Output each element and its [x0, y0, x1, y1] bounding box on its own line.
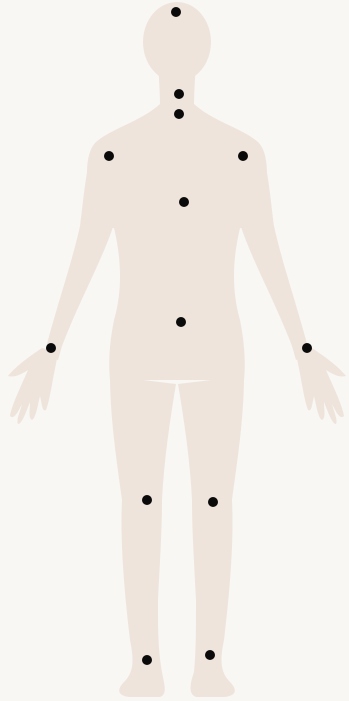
marker-neck-upper[interactable]: [174, 89, 184, 99]
marker-knee-right[interactable]: [142, 495, 152, 505]
marker-head-top[interactable]: [171, 7, 181, 17]
marker-ankle-right[interactable]: [142, 655, 152, 665]
body-leg-left: [178, 376, 244, 697]
body-hand-left: [296, 348, 346, 424]
marker-shoulder-left[interactable]: [238, 151, 248, 161]
body-hand-right: [8, 348, 58, 424]
body-leg-right: [110, 376, 176, 697]
marker-ankle-left[interactable]: [205, 650, 215, 660]
marker-chest-center[interactable]: [179, 197, 189, 207]
marker-wrist-left[interactable]: [302, 343, 312, 353]
body-arm-left: [238, 142, 310, 360]
marker-knee-left[interactable]: [208, 497, 218, 507]
marker-neck-lower[interactable]: [174, 109, 184, 119]
body-neck: [158, 64, 196, 106]
body-arm-right: [44, 142, 116, 360]
marker-pelvis-center[interactable]: [176, 317, 186, 327]
human-body-silhouette: [8, 2, 346, 697]
marker-wrist-right[interactable]: [46, 343, 56, 353]
body-torso: [87, 104, 267, 380]
marker-shoulder-right[interactable]: [104, 151, 114, 161]
